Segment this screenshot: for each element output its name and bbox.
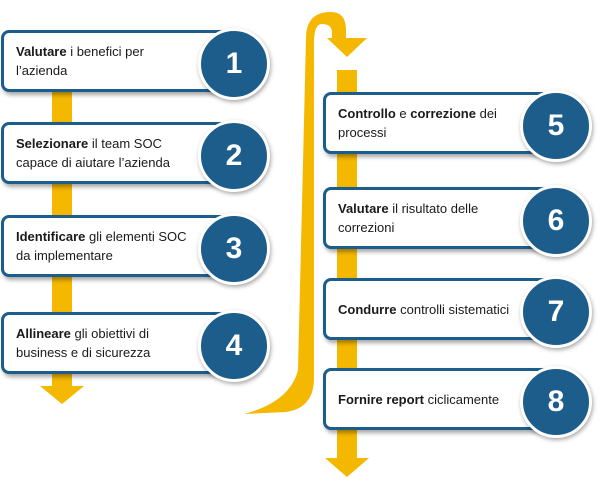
step-label: Allineare gli obiettivi di business e di… — [16, 315, 198, 371]
step-label: Controllo e correzione dei processi — [338, 95, 520, 151]
step-label: Identificare gli elementi SOC da impleme… — [16, 218, 198, 274]
step-number: 1 — [225, 47, 243, 80]
step-keyword: Valutare — [16, 44, 67, 59]
step-2: Selezionare il team SOC capace di aiutar… — [1, 120, 271, 192]
step-keyword-2: correzione — [410, 106, 476, 121]
step-number: 7 — [547, 295, 565, 328]
step-number-badge: 4 — [198, 310, 270, 382]
step-box: Valutare i benefici per l’azienda — [1, 30, 233, 92]
left-arrowhead — [40, 386, 84, 404]
step-1: Valutare i benefici per l’azienda 1 — [1, 28, 271, 100]
step-keyword: Condurre — [338, 301, 397, 317]
step-7: Condurre controlli sistematici 7 — [323, 276, 593, 348]
step-keyword: Valutare — [338, 201, 389, 216]
step-text: gli elementi SOC da implementare — [16, 229, 187, 263]
step-box: Selezionare il team SOC capace di aiutar… — [1, 122, 233, 184]
step-6: Valutare il risultato delle correzioni 6 — [323, 185, 593, 257]
step-text: i benefici per l’azienda — [16, 44, 144, 78]
step-box: Condurre controlli sistematici — [323, 278, 555, 340]
left-connector-bar — [52, 30, 72, 388]
step-label: Valutare i benefici per l’azienda — [16, 33, 198, 89]
step-label: Fornire report ciclicamente — [338, 371, 520, 427]
step-box: Valutare il risultato delle correzioni — [323, 187, 555, 249]
step-label: Valutare il risultato delle correzioni — [338, 190, 520, 246]
step-keyword: Selezionare — [16, 136, 89, 151]
step-text: il team SOC capace di aiutare l’azienda — [16, 136, 170, 170]
step-number: 4 — [225, 329, 243, 362]
step-number-badge: 3 — [198, 213, 270, 285]
step-text: il risultato delle correzioni — [338, 201, 479, 235]
step-number: 6 — [547, 204, 565, 237]
step-text: e — [395, 106, 411, 121]
step-number: 2 — [225, 139, 243, 172]
step-number: 5 — [547, 109, 565, 142]
step-number-badge: 6 — [520, 185, 592, 257]
step-number-badge: 1 — [198, 28, 270, 100]
step-number: 8 — [547, 385, 565, 418]
right-arrowhead — [325, 458, 369, 477]
step-label: Selezionare il team SOC capace di aiutar… — [16, 125, 198, 181]
step-box: Controllo e correzione dei processi — [323, 92, 555, 154]
step-keyword: Allineare — [16, 326, 71, 341]
step-text: gli obiettivi di business e di sicurezza — [16, 326, 151, 360]
step-5: Controllo e correzione dei processi 5 — [323, 90, 593, 162]
u-turn-arrowhead — [327, 38, 367, 57]
step-text: controlli sistematici — [396, 301, 510, 317]
step-3: Identificare gli elementi SOC da impleme… — [1, 213, 271, 285]
step-label: Condurre controlli sistematici — [338, 281, 520, 337]
step-number-badge: 5 — [520, 90, 592, 162]
step-8: Fornire report ciclicamente 8 — [323, 366, 593, 438]
step-number: 3 — [225, 232, 243, 265]
step-text: ciclicamente — [423, 391, 500, 407]
step-4: Allineare gli obiettivi di business e di… — [1, 310, 271, 382]
step-keyword: Identificare — [16, 229, 86, 244]
step-number-badge: 8 — [520, 366, 592, 438]
step-keyword: Controllo — [338, 106, 396, 121]
step-number-badge: 7 — [520, 276, 592, 348]
step-number-badge: 2 — [198, 120, 270, 192]
step-box: Identificare gli elementi SOC da impleme… — [1, 215, 233, 277]
right-connector-bar — [337, 70, 357, 462]
step-box: Fornire report ciclicamente — [323, 368, 555, 430]
step-keyword: Fornire report — [338, 391, 424, 407]
step-text: dei processi — [338, 106, 497, 140]
